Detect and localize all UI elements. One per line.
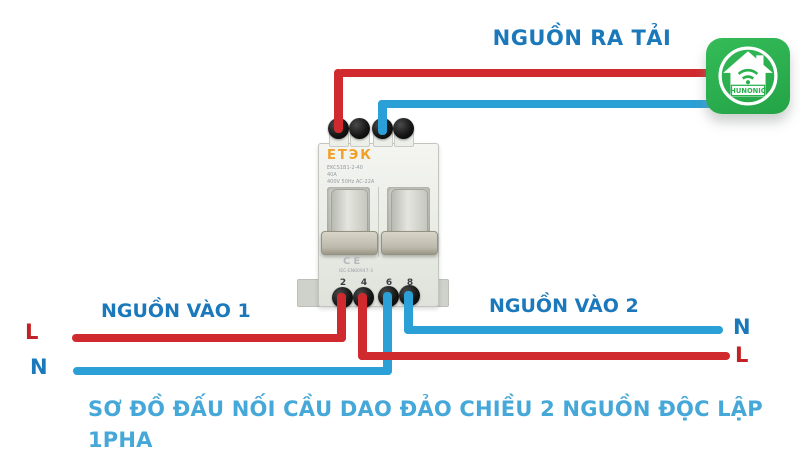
- output-label: NGUỒN RA TẢI: [492, 26, 672, 50]
- pole-left-toggle: [321, 231, 378, 255]
- wire-output-neutral-vertical: [378, 100, 387, 135]
- top-terminal-3: [349, 118, 370, 139]
- device-spec-text: 400V 50Hz AC-22A: [327, 179, 375, 185]
- terminal-number-4: 4: [360, 278, 368, 288]
- wire-input2-live-vertical: [358, 293, 367, 360]
- device-model-text: EKCS1B1-2-40: [327, 165, 363, 171]
- input2-label: NGUỒN VÀO 2: [489, 295, 639, 317]
- wire-output-neutral-horizontal: [378, 100, 775, 108]
- pole-right: [379, 187, 438, 257]
- input2-neutral-pin-label: N: [733, 315, 751, 339]
- wire-input1-live-horizontal: [72, 334, 346, 342]
- device-brand-label: ЕТЭК: [327, 148, 373, 163]
- terminal-number-8: 8: [406, 278, 414, 288]
- wire-input2-neutral-horizontal: [404, 326, 723, 334]
- house-chimney: [756, 55, 764, 67]
- wire-input1-live-vertical: [337, 293, 346, 342]
- pole-left-handle: [331, 189, 368, 236]
- wifi-icon-dot: [745, 80, 751, 85]
- device-rating-text: 40A: [327, 172, 337, 178]
- wire-input2-neutral-vertical: [404, 291, 413, 334]
- device-standard-text: IEC-EN60947-3: [339, 269, 373, 274]
- wire-input1-neutral-horizontal: [73, 367, 392, 375]
- wifi-icon-arc2: [741, 75, 755, 80]
- switch-poles: [319, 187, 438, 257]
- terminal-number-2: 2: [339, 278, 347, 288]
- wire-output-live-vertical: [334, 69, 343, 133]
- wifi-icon: [737, 68, 759, 75]
- input1-label: NGUỒN VÀO 1: [101, 300, 251, 322]
- pole-left: [319, 187, 379, 257]
- pole-right-toggle: [381, 231, 438, 255]
- wire-input1-neutral-vertical: [383, 292, 392, 375]
- hunonic-logo-graphic: HUNONIC: [718, 46, 778, 106]
- caption-line-1: SƠ ĐỒ ĐẤU NỐI CẦU DAO ĐẢO CHIỀU 2 NGUỒN …: [88, 397, 763, 452]
- wire-input2-live-horizontal: [358, 352, 730, 360]
- changeover-switch-device: ЕТЭК EKCS1B1-2-40 40A 400V 50Hz AC-22A C…: [318, 143, 439, 307]
- ce-mark: CE: [343, 256, 364, 267]
- top-terminal-7: [393, 118, 414, 139]
- pole-right-handle: [391, 189, 428, 236]
- diagram-caption: SƠ ĐỒ ĐẤU NỐI CẦU DAO ĐẢO CHIỀU 2 NGUỒN …: [88, 394, 768, 458]
- wire-output-live-horizontal: [338, 69, 790, 77]
- input2-live-pin-label: L: [735, 343, 749, 367]
- hunonic-logo: HUNONIC: [706, 38, 790, 114]
- input1-neutral-pin-label: N: [30, 355, 48, 379]
- logo-banner: [730, 84, 766, 97]
- logo-text: HUNONIC: [730, 87, 765, 95]
- terminal-number-6: 6: [385, 278, 393, 288]
- input1-live-pin-label: L: [25, 320, 39, 344]
- logo-ring: [718, 46, 778, 106]
